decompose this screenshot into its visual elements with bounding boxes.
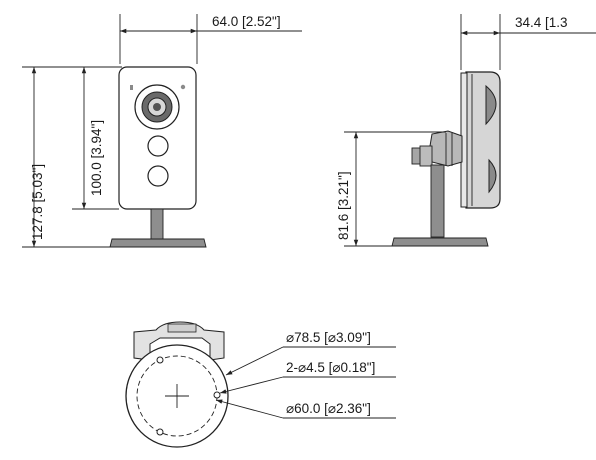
ir-sensor: [147, 165, 169, 187]
hole-diameter-label: 2-⌀4.5 [⌀0.18"]: [286, 360, 375, 375]
base-bracket: [133, 321, 225, 361]
side-view: 34.4 [1.3 81.6 [3.21"]: [336, 14, 596, 247]
depth-dimension-label: 34.4 [1.3: [515, 15, 568, 30]
mount-hole: [213, 391, 221, 399]
mount-hole: [156, 356, 164, 364]
front-stand-column: [150, 208, 164, 240]
camera-body-side: [465, 71, 501, 209]
base-diameter-label: ⌀78.5 [⌀3.09"]: [286, 330, 371, 345]
bolt-circle-diameter-label: ⌀60.0 [⌀2.36"]: [286, 401, 371, 416]
width-dimension-label: 64.0 [2.52"]: [212, 14, 281, 29]
mount-height-dimension-label: 81.6 [3.21"]: [336, 171, 351, 240]
mount-hole: [156, 428, 164, 436]
body-height-dimension-label: 100.0 [3.94"]: [89, 120, 104, 196]
base-view: ⌀78.5 [⌀3.09"] 2-⌀4.5 [⌀0.18"] ⌀60.0 [⌀2…: [125, 321, 396, 448]
pir-sensor: [147, 135, 169, 157]
front-view: 64.0 [2.52"] 127.8 [5.03"] 100.0 [3.94"]: [22, 14, 302, 248]
front-stand-base: [109, 238, 207, 248]
overall-height-dimension-label: 127.8 [5.03"]: [30, 164, 45, 240]
camera-lens: [134, 84, 180, 130]
side-stand-column: [430, 164, 445, 238]
side-stand-base: [391, 237, 489, 247]
